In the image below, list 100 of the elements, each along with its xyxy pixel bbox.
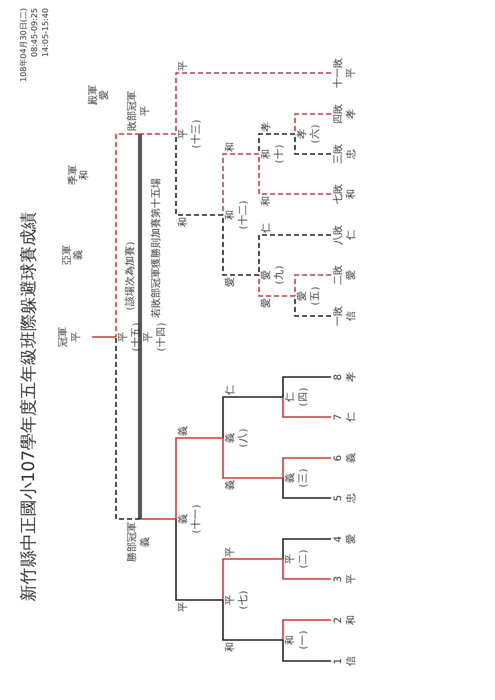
match-number: （十四） [156, 317, 167, 357]
bracket-line [282, 457, 331, 478]
match-number: （九） [274, 260, 285, 290]
bracket-line [258, 154, 331, 195]
bracket-line [140, 518, 176, 520]
bracket-line [115, 337, 140, 520]
bracket-line [175, 72, 331, 134]
team-name: 信 [346, 311, 357, 321]
bracket-line [222, 558, 283, 600]
team-number: 8 [333, 374, 344, 380]
match-number: （六） [310, 119, 321, 149]
winner-name: 平 [225, 595, 236, 605]
rank-title: 敗部冠軍 [127, 91, 138, 131]
match-number: （四） [298, 382, 309, 412]
winner-name: 和 [285, 635, 296, 645]
winner-name: 愛 [297, 291, 308, 301]
team-name: 忠 [346, 149, 357, 159]
edge-label: 愛 [225, 277, 236, 287]
bracket-line [282, 397, 331, 418]
rank-title: 殿軍 [88, 85, 99, 105]
team-name: 義 [140, 537, 151, 547]
bracket-line [138, 337, 142, 519]
team-name: 忠 [346, 493, 357, 503]
edge-label: 平 [225, 547, 236, 557]
winner-name: 平 [285, 554, 296, 564]
bracket-line [222, 396, 283, 438]
match-number: （八） [238, 423, 249, 453]
edge-label: 和 [225, 142, 236, 152]
bracket-line [282, 538, 331, 559]
time-text: 14:05-15:40 [42, 8, 51, 57]
team-name: 平 [71, 332, 82, 342]
bracket-line [175, 519, 223, 601]
winner-name: 和 [225, 210, 236, 220]
team-number: 5 [333, 494, 344, 502]
loss-order: 二敗 [333, 265, 344, 285]
team-name: 仁 [346, 230, 357, 240]
team-number: 4 [333, 536, 344, 542]
time-text: 08:45-09:25 [31, 8, 40, 57]
team-name: 義 [346, 453, 357, 463]
edge-label: 和 [225, 642, 236, 652]
winner-name: 平 [178, 129, 189, 139]
match-number: （十五） [131, 317, 142, 357]
bracket-line [92, 336, 116, 338]
bracket-line [222, 438, 283, 479]
winner-name: 平 [118, 332, 129, 342]
loss-order: 一敗 [333, 306, 344, 326]
loss-order: 三敗 [333, 144, 344, 164]
team-name: 和 [346, 189, 357, 199]
bracket-line [115, 133, 140, 337]
match-number: （七） [238, 585, 249, 615]
edge-label: 和 [261, 196, 272, 206]
rank-title: 亞軍 [62, 245, 73, 265]
bracket-line [294, 274, 331, 296]
edge-label: 愛 [261, 298, 272, 308]
edge-label: 孝 [261, 122, 272, 132]
bracket-line [282, 478, 331, 499]
team-name: 和 [79, 170, 90, 180]
bracket-line [282, 559, 331, 580]
bracket-line [140, 133, 176, 135]
bracket-line [175, 437, 223, 519]
edge-label: 平 [178, 602, 189, 612]
loss-order: 四敗 [333, 104, 344, 124]
bracket-line [282, 619, 331, 640]
match-number: （一） [298, 625, 309, 655]
rank-title: 冠軍 [58, 327, 69, 347]
bracket-line [294, 113, 331, 134]
team-name: 孝 [346, 109, 357, 119]
match-number: （十二） [238, 195, 249, 235]
match-number: （十一） [191, 499, 202, 539]
bracket-line [175, 134, 223, 216]
edge-label: 平 [178, 61, 189, 71]
match-note: （該場次為加賽） [125, 236, 136, 316]
bracket-line [258, 234, 331, 275]
winner-name: 愛 [261, 270, 272, 280]
team-name: 義 [73, 250, 84, 260]
bracket-line [282, 640, 331, 662]
bracket-line [282, 376, 331, 397]
match-number: （五） [310, 281, 321, 311]
team-number: 6 [333, 454, 344, 462]
bracket-line [222, 153, 259, 215]
bracket-line [258, 133, 295, 154]
loss-order: 八敗 [333, 225, 344, 245]
winner-name: 義 [178, 514, 189, 524]
team-name: 愛 [346, 534, 357, 544]
edge-label: 義 [178, 426, 189, 436]
date-text: 108年04月30日(二) [20, 8, 29, 82]
match-number: （三） [298, 463, 309, 493]
loss-order: 十一敗 [333, 58, 344, 88]
rank-title: 季軍 [68, 165, 79, 185]
winner-name: 仁 [285, 392, 296, 402]
bracket-line [222, 215, 259, 276]
team-name: 仁 [346, 412, 357, 422]
edge-label: 仁 [225, 385, 236, 395]
page-title: 新竹縣中正國小107學年度五年級班際躲避球賽成績 [20, 212, 39, 602]
bracket-line [294, 134, 331, 155]
bracket-line [294, 296, 331, 317]
match-note: 若敗部冠軍獲勝則加賽第十五場 [151, 178, 162, 318]
match-number: （十） [274, 139, 285, 169]
team-name: 愛 [99, 90, 110, 100]
team-number: 1 [333, 658, 344, 664]
